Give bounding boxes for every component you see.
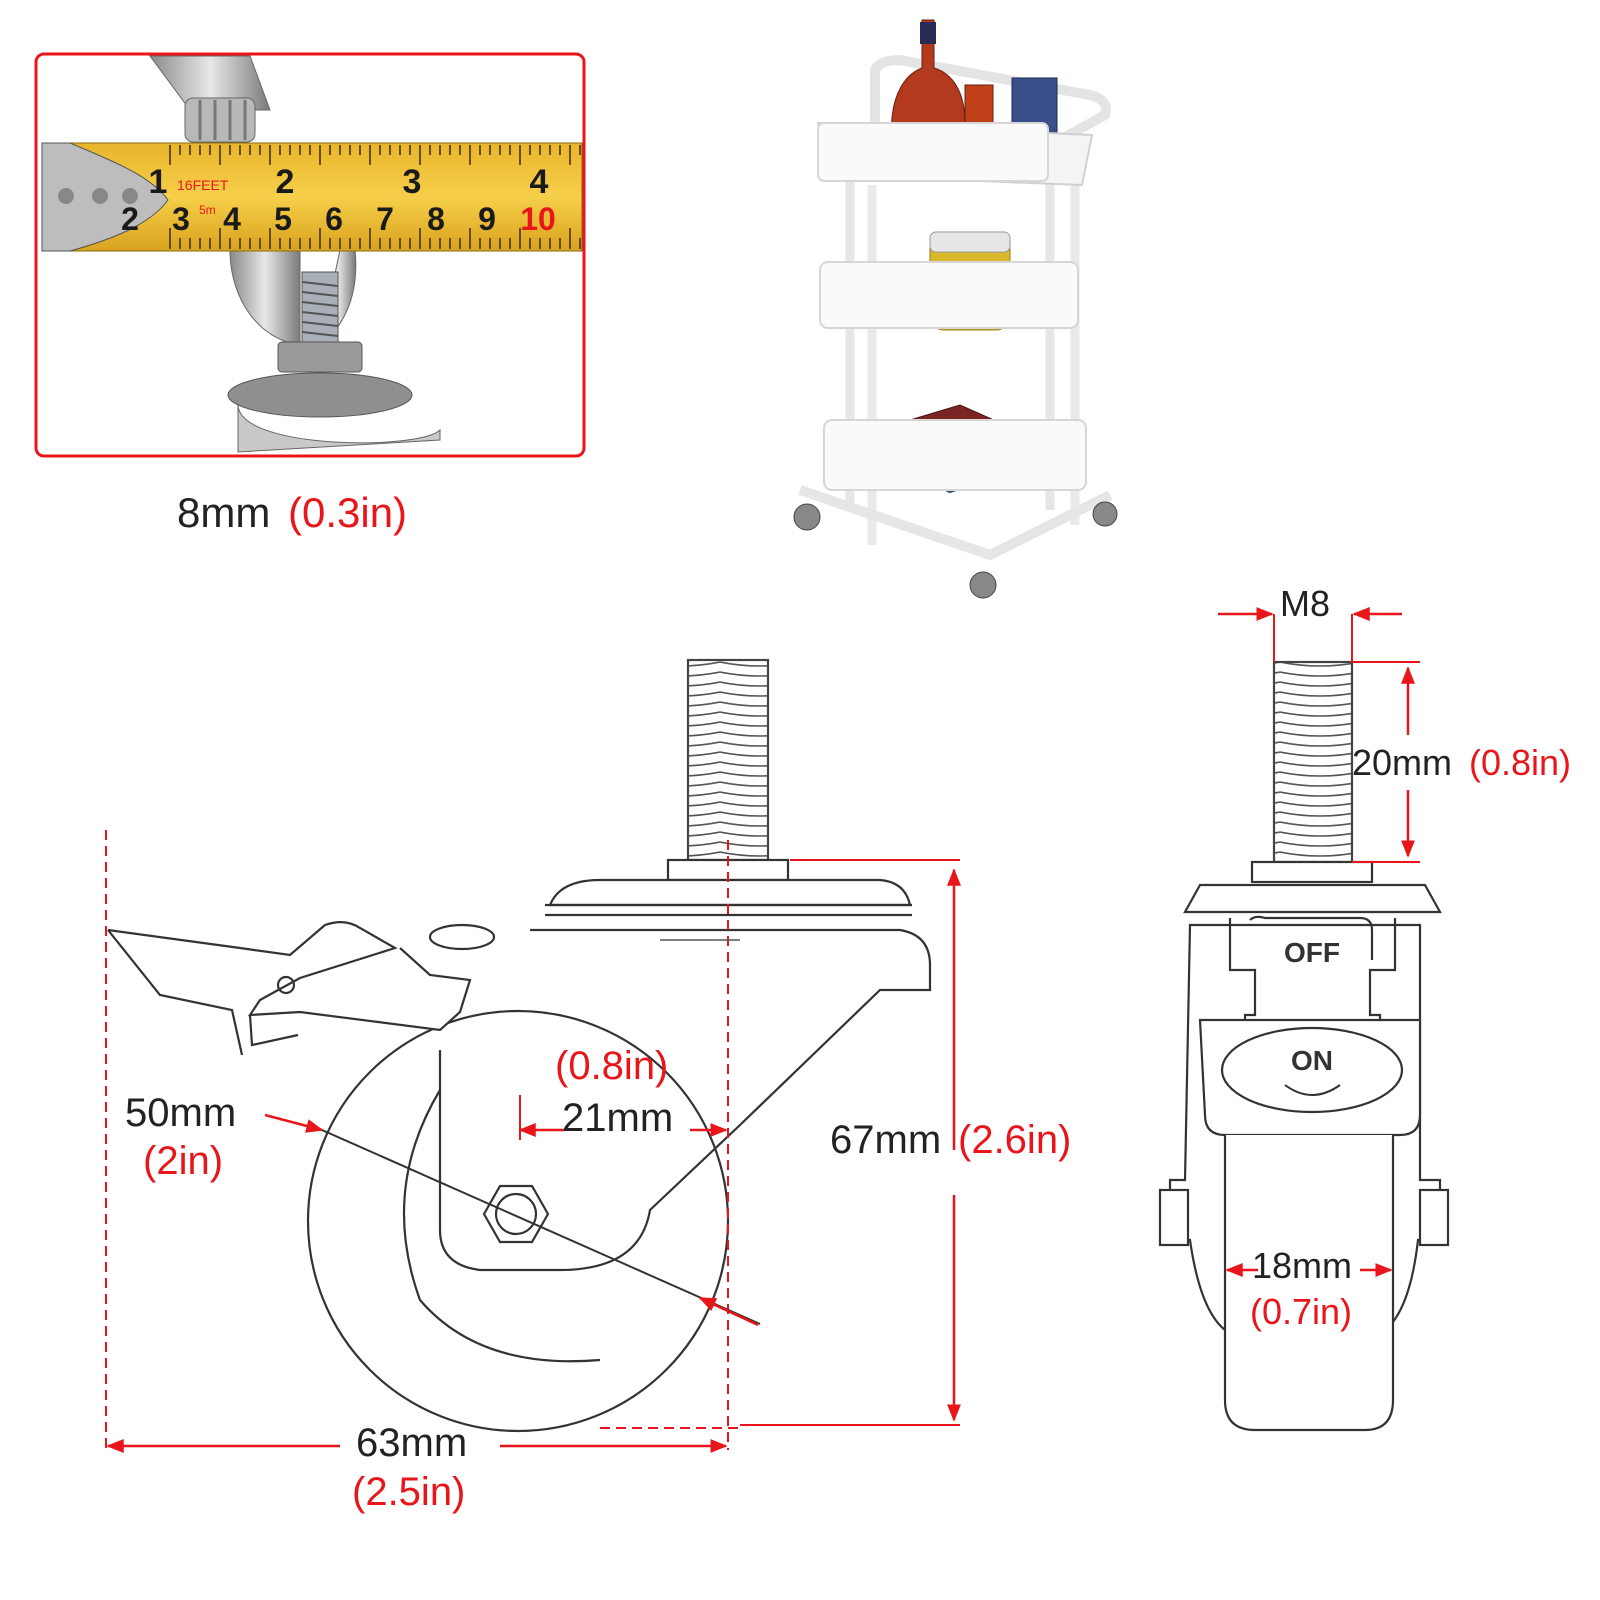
cart-wheel-front bbox=[969, 571, 997, 599]
front-brake-arms bbox=[1228, 918, 1397, 1030]
brake-on-label: ON bbox=[1291, 1045, 1333, 1076]
cart-handle bbox=[870, 54, 1111, 145]
front-dimension-arrows bbox=[1218, 607, 1415, 1277]
front-top-plate bbox=[1183, 883, 1442, 914]
tape-brand-a: 16FEET bbox=[177, 177, 229, 193]
side-top-plate bbox=[548, 878, 912, 907]
cart-wheel-left bbox=[793, 503, 821, 531]
front-axle-nut-right bbox=[1418, 1188, 1450, 1247]
height-in: (2.6in) bbox=[958, 1118, 1072, 1162]
tape-brand-b: 5m bbox=[199, 203, 216, 217]
tape-small-number: 9 bbox=[478, 201, 496, 237]
wrench-worm-screw bbox=[184, 97, 256, 143]
height-mm: 67mm bbox=[830, 1118, 942, 1162]
side-threaded-stem bbox=[686, 658, 770, 862]
dim-wheel-dia-arrow-left bbox=[264, 1113, 324, 1133]
brake-off-label: OFF bbox=[1284, 937, 1340, 968]
side-dimension-arrows bbox=[106, 868, 961, 1453]
tape-small-number: 2 bbox=[121, 201, 139, 237]
tape-small-number: 3 bbox=[172, 201, 190, 237]
tape-small-number: 4 bbox=[223, 201, 241, 237]
front-wheel bbox=[1223, 1135, 1395, 1432]
stem-length-in: (0.8in) bbox=[1469, 742, 1572, 783]
cart-tier-middle bbox=[819, 261, 1079, 329]
tape-small-number: 10 bbox=[520, 201, 556, 237]
caster-front-view bbox=[1158, 614, 1450, 1432]
wrench-upper-jaw bbox=[149, 55, 271, 111]
offset-in: (0.8in) bbox=[555, 1044, 669, 1088]
tape-big-number: 4 bbox=[530, 163, 549, 201]
wheel-dia-mm: 50mm bbox=[125, 1091, 237, 1135]
cart-tier-bottom bbox=[823, 419, 1087, 491]
side-brake-lever bbox=[107, 921, 472, 1032]
length-in: (2.5in) bbox=[352, 1470, 466, 1514]
tape-small-number: 5 bbox=[274, 201, 292, 237]
wheel-width-mm: 18mm bbox=[1252, 1245, 1353, 1286]
caster-side-view bbox=[105, 658, 960, 1450]
side-wheel bbox=[306, 1009, 730, 1433]
tape-ticks bbox=[169, 145, 581, 249]
offset-mm: 21mm bbox=[562, 1096, 674, 1140]
stem-length-mm: 20mm bbox=[1352, 742, 1453, 783]
thread-size: M8 bbox=[1280, 583, 1331, 624]
tape-big-number: 3 bbox=[403, 163, 422, 201]
cart-photo bbox=[793, 19, 1118, 599]
side-hub-nut bbox=[482, 1184, 550, 1244]
wheel-dia-in: (2in) bbox=[143, 1139, 224, 1183]
length-mm: 63mm bbox=[356, 1421, 468, 1465]
wheel-width-in: (0.7in) bbox=[1250, 1291, 1353, 1332]
tape-small-number: 7 bbox=[376, 201, 394, 237]
tape-small-number: 6 bbox=[325, 201, 343, 237]
front-axle-nut-left bbox=[1158, 1188, 1190, 1247]
bolt-size-mm: 8mm bbox=[177, 489, 271, 536]
tape-small-number: 8 bbox=[427, 201, 445, 237]
front-threaded-stem bbox=[1272, 660, 1354, 864]
bolt-size-in: (0.3in) bbox=[288, 489, 408, 536]
tape-big-number: 2 bbox=[276, 163, 295, 201]
caster-housing-photo bbox=[237, 404, 441, 453]
tape-big-number: 1 bbox=[149, 163, 168, 201]
bolt-nut bbox=[277, 341, 363, 373]
cart-wheel-right bbox=[1092, 501, 1118, 527]
front-brake-button bbox=[1220, 1026, 1404, 1114]
caster-plate-photo bbox=[227, 372, 413, 418]
